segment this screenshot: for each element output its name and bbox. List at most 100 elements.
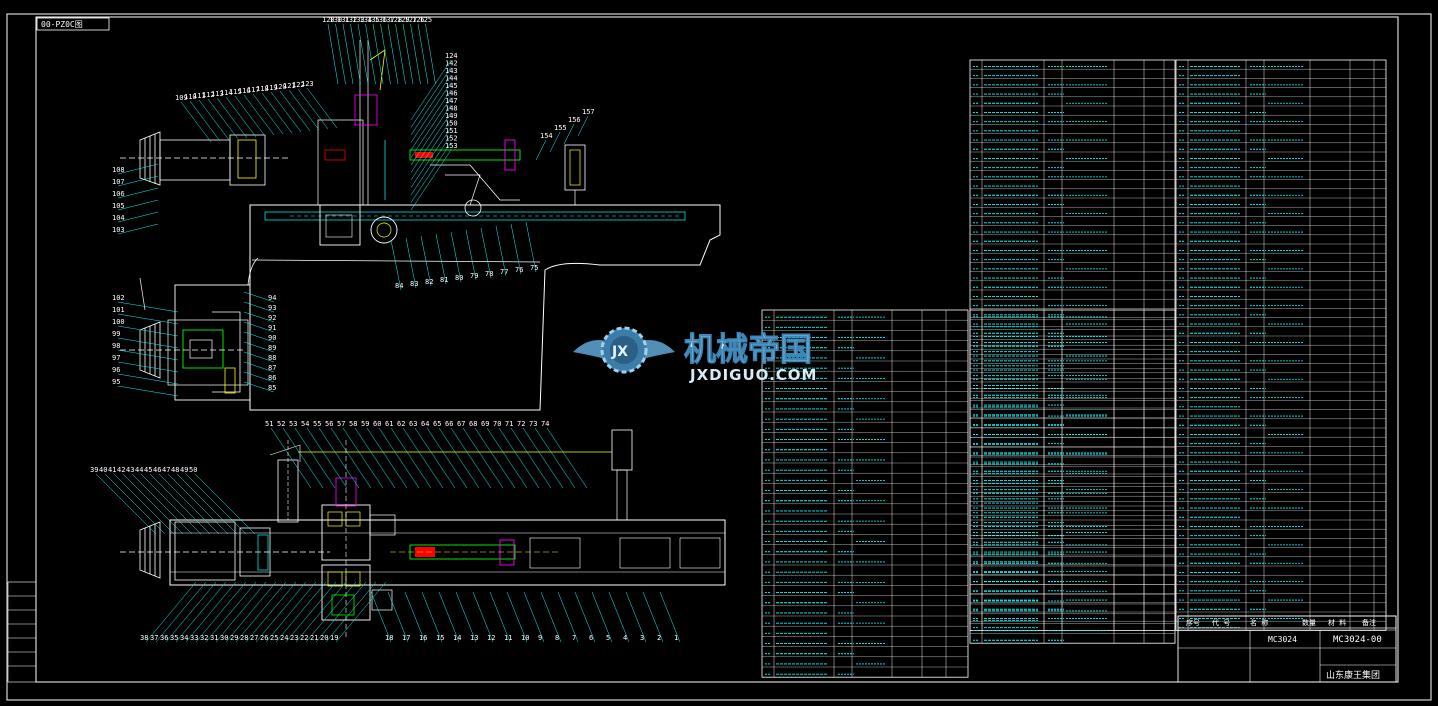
part-number: 41 — [108, 466, 116, 474]
part-number: 128 — [390, 16, 403, 24]
part-number: 67 — [457, 420, 465, 428]
watermark: JX 机械帝国 JXDIGUO.COM — [573, 326, 817, 384]
part-number: 5 — [606, 634, 610, 642]
title-header-cell: 代 号 — [1212, 618, 1230, 627]
part-number: 99 — [112, 330, 120, 338]
part-number: 31 — [210, 634, 218, 642]
part-number: 82 — [425, 278, 433, 286]
part-number: 114 — [220, 89, 233, 97]
part-number: 2 — [657, 634, 661, 642]
part-number: 57 — [337, 420, 345, 428]
part-number: 37 — [150, 634, 158, 642]
title-header-cell: 备注 — [1362, 618, 1376, 627]
part-number: 4 — [623, 634, 627, 642]
part-number: 75 — [530, 264, 538, 272]
part-number: 32 — [200, 634, 208, 642]
part-number: 22 — [300, 634, 308, 642]
part-number: 147 — [445, 97, 458, 105]
part-balloons: 1201301311321331341351361371281291271261… — [90, 16, 681, 643]
part-number: 34 — [180, 634, 188, 642]
part-number: 40 — [99, 466, 107, 474]
part-number: 19 — [330, 634, 338, 642]
corner-tag: 00-PZ0C图 — [41, 20, 83, 29]
part-number: 96 — [112, 366, 120, 374]
part-number: 136 — [375, 16, 388, 24]
part-number: 126 — [412, 16, 425, 24]
part-number: 135 — [367, 16, 380, 24]
part-number: 113 — [211, 90, 224, 98]
part-number: 16 — [419, 634, 427, 642]
part-number: 79 — [470, 272, 478, 280]
part-number: 117 — [247, 86, 260, 94]
part-number: 112 — [202, 91, 215, 99]
part-number: 44 — [135, 466, 143, 474]
logo-letters: JX — [611, 344, 628, 360]
part-number: 3 — [640, 634, 644, 642]
part-number: 100 — [112, 318, 125, 326]
part-number: 56 — [325, 420, 333, 428]
part-number: 137 — [382, 16, 395, 24]
part-number: 33 — [190, 634, 198, 642]
part-number: 84 — [395, 282, 403, 290]
part-number: 53 — [289, 420, 297, 428]
part-number: 14 — [453, 634, 461, 642]
part-number: 24 — [280, 634, 288, 642]
part-number: 156 — [568, 116, 581, 124]
part-number: 154 — [540, 132, 553, 140]
part-number: 124 — [445, 52, 458, 60]
part-number: 12 — [487, 634, 495, 642]
title-header-row: 序号代 号名 称数量材 料备注 — [1177, 615, 1397, 629]
part-number: 39 — [90, 466, 98, 474]
part-number: 1 — [674, 634, 678, 642]
top-view — [120, 40, 721, 411]
part-number: 120 — [274, 83, 287, 91]
part-number: 155 — [554, 124, 567, 132]
part-number: 6 — [589, 634, 593, 642]
part-number: 86 — [268, 374, 276, 382]
part-number: 85 — [268, 384, 276, 392]
part-number: 64 — [421, 420, 429, 428]
part-number: 62 — [397, 420, 405, 428]
part-number: 127 — [405, 16, 418, 24]
drawing-number: MC3024-00 — [1333, 635, 1382, 645]
part-number: 38 — [140, 634, 148, 642]
corner-tag-box — [36, 17, 110, 31]
part-number: 87 — [268, 364, 276, 372]
part-number: 60 — [373, 420, 381, 428]
part-number: 132 — [345, 16, 358, 24]
part-number: 46 — [153, 466, 161, 474]
part-number: 27 — [250, 634, 258, 642]
part-number: 150 — [445, 120, 458, 128]
part-number: 50 — [189, 466, 197, 474]
part-number: 95 — [112, 378, 120, 386]
part-number: 119 — [265, 84, 278, 92]
part-number: 74 — [541, 420, 549, 428]
part-number: 104 — [112, 214, 125, 222]
part-number: 144 — [445, 75, 458, 83]
part-number: 146 — [445, 90, 458, 98]
part-number: 54 — [301, 420, 309, 428]
company-name: 山东康王集团 — [1326, 669, 1380, 681]
part-number: 148 — [445, 105, 458, 113]
part-number: 49 — [180, 466, 188, 474]
part-number: 123 — [301, 80, 314, 88]
part-number: 98 — [112, 342, 120, 350]
part-number: 73 — [529, 420, 537, 428]
part-number: 149 — [445, 112, 458, 120]
part-number: 143 — [445, 67, 458, 75]
watermark-text-en: JXDIGUO.COM — [689, 366, 817, 384]
part-number: 102 — [112, 294, 125, 302]
part-number: 21 — [310, 634, 318, 642]
part-number: 97 — [112, 354, 120, 362]
part-number: 59 — [361, 420, 369, 428]
watermark-text-cn: 机械帝国 — [684, 330, 812, 368]
part-number: 28 — [240, 634, 248, 642]
part-number: 70 — [493, 420, 501, 428]
part-number: 130 — [330, 16, 343, 24]
part-number: 71 — [505, 420, 513, 428]
inner-frame — [35, 16, 1399, 683]
outer-frame — [6, 13, 1432, 701]
part-number: 66 — [445, 420, 453, 428]
part-number: 133 — [352, 16, 365, 24]
